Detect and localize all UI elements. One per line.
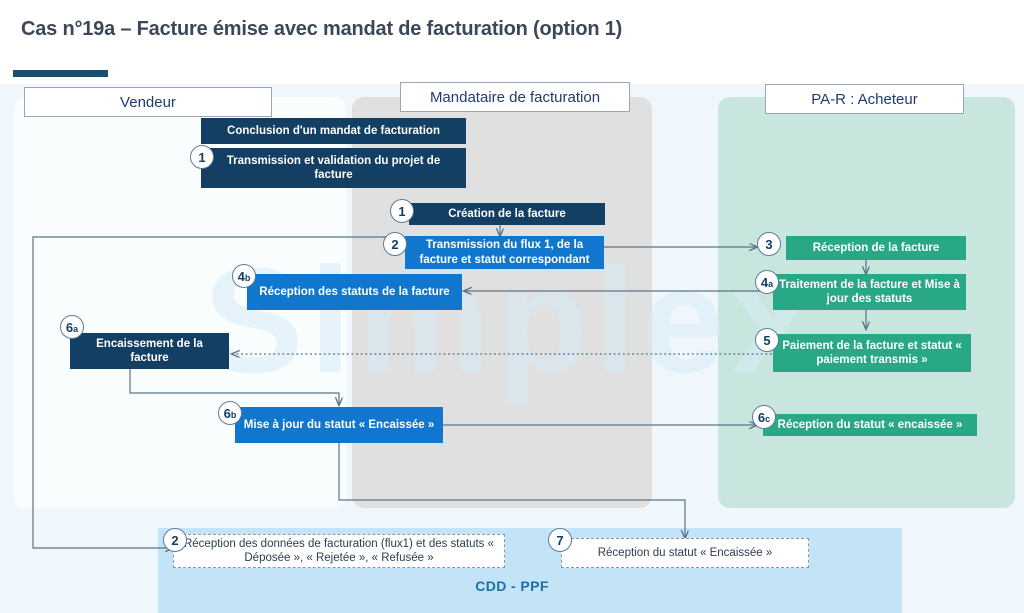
step-creation-facture-label: Création de la facture <box>448 207 566 220</box>
bullet-6a-vendeur-number: 6 <box>65 319 74 335</box>
step-reception-statut-encaissee-par[interactable]: Réception du statut « encaissée » <box>763 414 977 436</box>
step-encaissement-facture[interactable]: Encaissement de la facture <box>70 333 229 369</box>
bullet-6b-mandataire-number: 6 <box>223 405 231 421</box>
step-reception-facture-label: Réception de la facture <box>812 241 940 254</box>
bullet-6c-par-number: 6 <box>757 409 766 425</box>
step-encaissement-facture-label: Encaissement de la facture <box>96 337 203 364</box>
step-traitement-facture-label: Traitement de la facture et Mise à jour … <box>779 278 960 305</box>
step-reception-statut-encaissee-cdd-label: Réception du statut « Encaissée » <box>597 546 773 559</box>
bullet-5-par-number: 5 <box>763 332 771 348</box>
bullet-4b-mandataire-suffix: b <box>244 272 251 283</box>
step-reception-statuts-label: Réception des statuts de la facture <box>259 285 450 298</box>
link-maj-to-cdd7 <box>338 443 685 538</box>
bullet-2-mandataire-number: 2 <box>391 236 399 252</box>
bullet-1-mandataire-number: 1 <box>398 203 406 219</box>
bullet-1-vendeur: 1 <box>190 145 214 169</box>
lane-title-mandataire: Mandataire de facturation <box>400 82 630 112</box>
bullet-6a-vendeur-suffix: a <box>73 323 79 334</box>
lane-title-par: PA-R : Acheteur <box>765 84 964 114</box>
step-transmission-flux1-label: Transmission du flux 1, de la facture et… <box>419 239 590 266</box>
bullet-2-mandataire: 2 <box>383 232 407 256</box>
step-reception-donnees-facturation[interactable]: Réception des données de facturation (fl… <box>173 534 505 568</box>
bullet-6b-mandataire-suffix: b <box>230 409 237 420</box>
step-reception-statuts[interactable]: Réception des statuts de la facture <box>247 274 462 310</box>
step-transmission-flux1[interactable]: Transmission du flux 1, de la facture et… <box>405 236 604 269</box>
bullet-7-cdd: 7 <box>548 528 572 552</box>
bullet-4b-mandataire-number: 4 <box>237 268 245 284</box>
step-mise-a-jour-statut-label: Mise à jour du statut « Encaissée » <box>243 418 435 431</box>
bullet-7-cdd-number: 7 <box>556 532 564 548</box>
lane-title-par-label: PA-R : Acheteur <box>811 90 918 108</box>
step-creation-facture[interactable]: Création de la facture <box>409 203 605 225</box>
bullet-3-par-number: 3 <box>765 236 773 252</box>
bullet-1-mandataire: 1 <box>390 199 414 223</box>
bullet-1-vendeur-number: 1 <box>198 149 206 165</box>
step-reception-statut-encaissee-par-label: Réception du statut « encaissée » <box>777 418 963 431</box>
lane-title-vendeur-label: Vendeur <box>120 93 176 111</box>
step-transmission-projet-label: Transmission et validation du projet de … <box>226 154 441 181</box>
lane-title-vendeur: Vendeur <box>24 87 272 117</box>
step-conclusion[interactable]: Conclusion d'un mandat de facturation <box>201 118 466 144</box>
bullet-4a-par-number: 4 <box>760 274 769 290</box>
step-traitement-facture[interactable]: Traitement de la facture et Mise à jour … <box>773 274 966 310</box>
link-encaissement-to-maj <box>129 369 339 405</box>
bullet-6c-par-suffix: c <box>765 413 771 424</box>
lane-title-mandataire-label: Mandataire de facturation <box>429 88 601 106</box>
step-paiement-facture-label: Paiement de la facture et statut « paiem… <box>782 339 962 366</box>
lane-title-cdd: CDD - PPF <box>475 578 549 594</box>
step-conclusion-label: Conclusion d'un mandat de facturation <box>227 124 440 137</box>
step-reception-facture[interactable]: Réception de la facture <box>786 236 966 260</box>
link-flux1-to-cdd2 <box>32 236 408 548</box>
bullet-5-par: 5 <box>755 328 779 352</box>
step-mise-a-jour-statut[interactable]: Mise à jour du statut « Encaissée » <box>235 407 443 443</box>
bullet-2-cdd-number: 2 <box>171 532 179 548</box>
step-reception-donnees-facturation-label: Réception des données de facturation (fl… <box>183 537 495 564</box>
title-accent-bar <box>13 70 108 77</box>
bullet-4a-par-suffix: a <box>768 278 774 289</box>
step-transmission-projet[interactable]: Transmission et validation du projet de … <box>201 148 466 188</box>
step-paiement-facture[interactable]: Paiement de la facture et statut « paiem… <box>773 334 971 372</box>
bullet-2-cdd: 2 <box>163 528 187 552</box>
page-title: Cas n°19a – Facture émise avec mandat de… <box>21 18 623 40</box>
bullet-3-par: 3 <box>757 232 781 256</box>
step-reception-statut-encaissee-cdd[interactable]: Réception du statut « Encaissée » <box>561 538 809 568</box>
